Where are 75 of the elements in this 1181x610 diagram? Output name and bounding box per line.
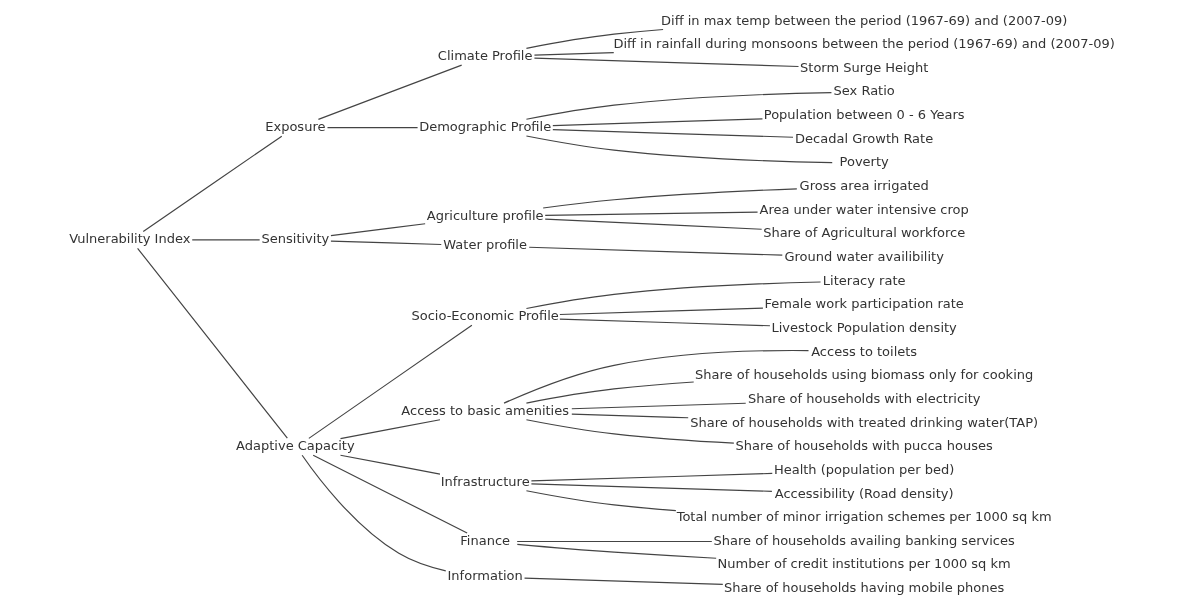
connector — [558, 307, 764, 316]
node-text: Ground water availibility — [783, 249, 944, 265]
node-text: Share of households with electricity — [747, 390, 980, 406]
node-text: Area under water intensive crop — [759, 201, 969, 217]
connector — [136, 247, 288, 439]
node-text: Share of households with treated drinking water(TAP) — [689, 414, 1038, 430]
connector — [525, 28, 664, 49]
node-text: Socio-Economic Profile — [410, 308, 559, 324]
connector — [551, 118, 763, 127]
connector — [530, 472, 773, 482]
node-text: Finance — [459, 532, 510, 548]
connector — [329, 240, 442, 246]
node-text: Population between 0 - 6 Years — [763, 107, 965, 123]
node-text: Exposure — [264, 118, 325, 134]
connector — [142, 135, 282, 233]
connector — [326, 127, 418, 129]
node-text: Sex Ratio — [833, 83, 895, 99]
connector — [516, 540, 712, 543]
node-text: Agriculture profile — [426, 207, 544, 223]
connector — [317, 64, 462, 120]
node-text: Water profile — [442, 237, 527, 253]
node-text: Vulnerability Index — [68, 231, 190, 247]
node-text: Share of households using biomass only for cooking — [694, 367, 1033, 383]
connector — [533, 52, 614, 56]
connector — [525, 281, 821, 310]
node-text: Access to basic amenities — [400, 402, 569, 418]
node-text: Demographic Profile — [418, 118, 551, 134]
connector — [525, 381, 694, 404]
node-text: Health (population per bed) — [773, 461, 954, 477]
connector — [339, 419, 441, 440]
node-text: Livestock Population density — [771, 319, 957, 335]
node-text: Share of households with pucca houses — [735, 438, 993, 454]
node-text: Literacy rate — [822, 272, 905, 288]
node-text: Information — [447, 568, 523, 584]
connector — [312, 454, 468, 534]
node-text: Decadal Growth Rate — [794, 130, 933, 146]
connector — [523, 577, 723, 585]
connector — [502, 349, 809, 404]
node-text: Infrastructure — [440, 473, 530, 489]
node-text: Diff in rainfall during monsoons between the period (1967-69) and (2007-09) — [612, 36, 1115, 52]
connector — [558, 318, 771, 327]
connector — [301, 454, 446, 572]
connector — [525, 419, 734, 444]
connector — [525, 135, 833, 164]
connector — [339, 454, 441, 475]
connector — [544, 211, 758, 216]
node-text: Share of households availing banking services — [713, 532, 1015, 548]
node-text: Female work participation rate — [763, 296, 964, 312]
node-text: Total number of minor irrigation schemes per 1000 sq km — [676, 509, 1052, 525]
node-text: Access to toilets — [810, 343, 917, 359]
connector — [329, 223, 426, 237]
node-text: Share of Agricultural workforce — [762, 225, 965, 241]
connector — [551, 129, 794, 138]
connector — [525, 91, 832, 120]
node-text: Accessibility (Road density) — [774, 485, 954, 501]
connector — [307, 324, 472, 439]
node-text: Climate Profile — [437, 47, 532, 63]
node-text: Storm Surge Height — [799, 59, 928, 75]
connector — [516, 543, 717, 559]
connector — [528, 246, 783, 256]
node-text: Share of households having mobile phones — [723, 580, 1004, 596]
node-text: Diff in max temp between the period (1967-69) and (2007-09) — [660, 12, 1067, 28]
connector — [544, 218, 762, 230]
node-text: Gross area irrigated — [799, 178, 929, 194]
node-text: Poverty — [839, 154, 889, 170]
connector — [570, 413, 689, 419]
node-text: Number of credit institutions per 1000 sq km — [717, 556, 1011, 572]
connector — [530, 483, 772, 492]
node-text: Adaptive Capacity — [235, 438, 355, 454]
connector — [570, 402, 746, 410]
connector — [525, 490, 676, 512]
node-text: Sensitivity — [261, 231, 329, 247]
connector — [191, 239, 260, 241]
connector — [542, 188, 797, 209]
connector — [533, 57, 799, 68]
